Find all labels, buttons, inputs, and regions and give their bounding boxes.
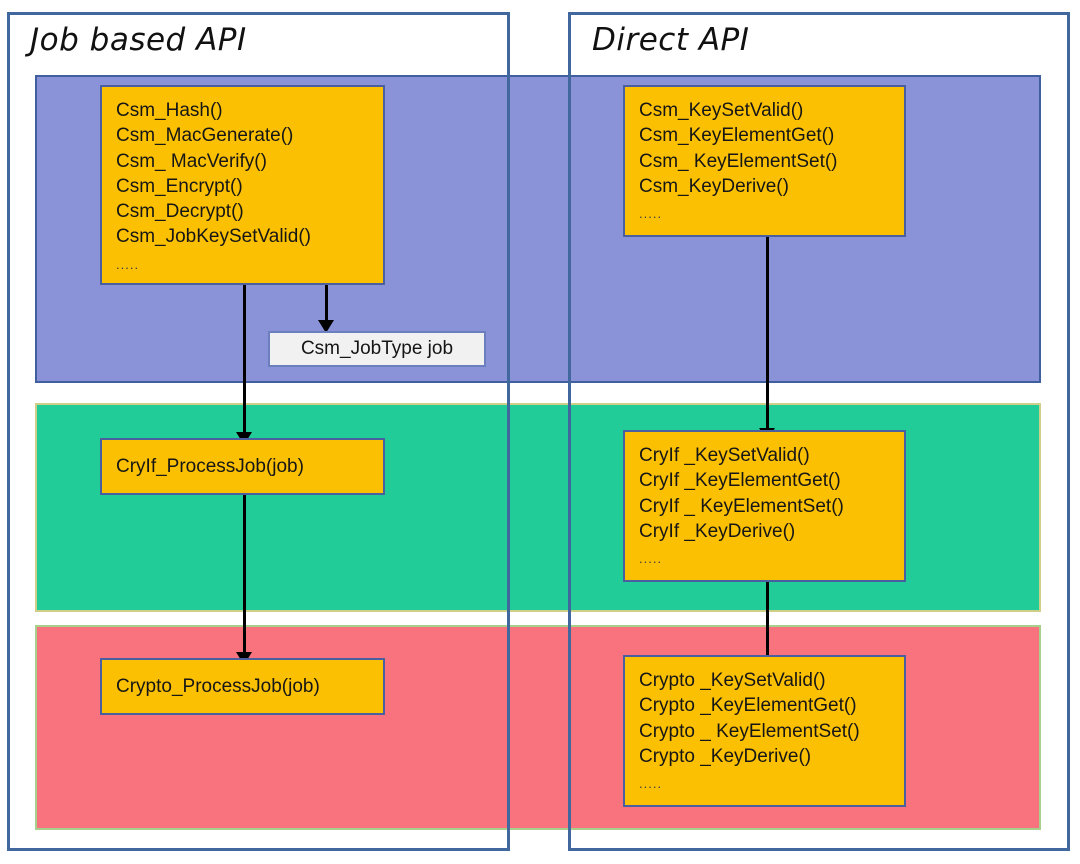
api-box-crypto-direct[interactable]: Crypto _KeySetValid() Crypto _KeyElement… [623, 655, 906, 807]
api-ellipsis: ..... [639, 551, 663, 567]
api-line: Csm_KeyDerive() [639, 175, 789, 197]
group-title-job-based-api: Job based API [30, 22, 247, 58]
api-line: Crypto _ KeyElementSet() [639, 720, 860, 742]
api-box-csm-job[interactable]: Csm_Hash() Csm_MacGenerate() Csm_ MacVer… [100, 85, 385, 285]
api-line: Csm_KeySetValid() [639, 100, 804, 121]
data-object-label: Csm_JobType job [300, 338, 454, 359]
connector-csm-to-job-object [325, 285, 328, 328]
api-ellipsis: ..... [639, 206, 663, 222]
api-line: Csm_Decrypt() [116, 201, 244, 223]
connector-cryif-direct-to-crypto-direct [766, 580, 769, 670]
connector-cryif-to-crypto-processjob [243, 488, 246, 665]
api-line: Crypto _KeySetValid() [639, 670, 826, 691]
api-line: Crypto _KeyDerive() [639, 745, 812, 767]
group-title-direct-api: Direct API [592, 22, 750, 58]
api-line: Crypto _KeyElementGet() [639, 695, 857, 717]
api-box-crypto-processjob[interactable]: Crypto_ProcessJob(job) [100, 658, 385, 715]
api-box-cryif-processjob[interactable]: CryIf_ProcessJob(job) [100, 438, 385, 495]
api-line: CryIf _KeyElementGet() [639, 470, 841, 492]
api-line: Csm_ KeyElementSet() [639, 150, 838, 172]
connector-csm-to-cryif-processjob [243, 285, 246, 444]
api-line: Csm_MacGenerate() [116, 125, 294, 147]
api-line: Csm_JobKeySetValid() [116, 226, 312, 248]
api-box-cryif-direct[interactable]: CryIf _KeySetValid() CryIf _KeyElementGe… [623, 430, 906, 582]
api-line: Csm_KeyElementGet() [639, 125, 835, 147]
api-line: CryIf _KeyDerive() [639, 520, 796, 542]
api-ellipsis: ..... [639, 776, 663, 792]
api-line: CryIf _ KeyElementSet() [639, 495, 844, 517]
api-line: Csm_Encrypt() [116, 175, 243, 197]
api-line: CryIf _KeySetValid() [639, 445, 810, 466]
group-frame-direct-api [568, 12, 1070, 851]
arrowhead-job-object [318, 320, 334, 333]
api-ellipsis: ..... [116, 256, 140, 272]
connector-csm-direct-to-cryif-direct [766, 237, 769, 440]
api-line: CryIf_ProcessJob(job) [116, 455, 304, 477]
api-line: Csm_ MacVerify() [116, 150, 267, 172]
group-frame-job-based-api [7, 12, 510, 851]
data-object-csm-jobtype[interactable]: Csm_JobType job [268, 331, 486, 367]
api-line: Csm_Hash() [116, 100, 223, 121]
api-box-csm-direct[interactable]: Csm_KeySetValid() Csm_KeyElementGet() Cs… [623, 85, 906, 237]
api-line: Crypto_ProcessJob(job) [116, 675, 320, 697]
